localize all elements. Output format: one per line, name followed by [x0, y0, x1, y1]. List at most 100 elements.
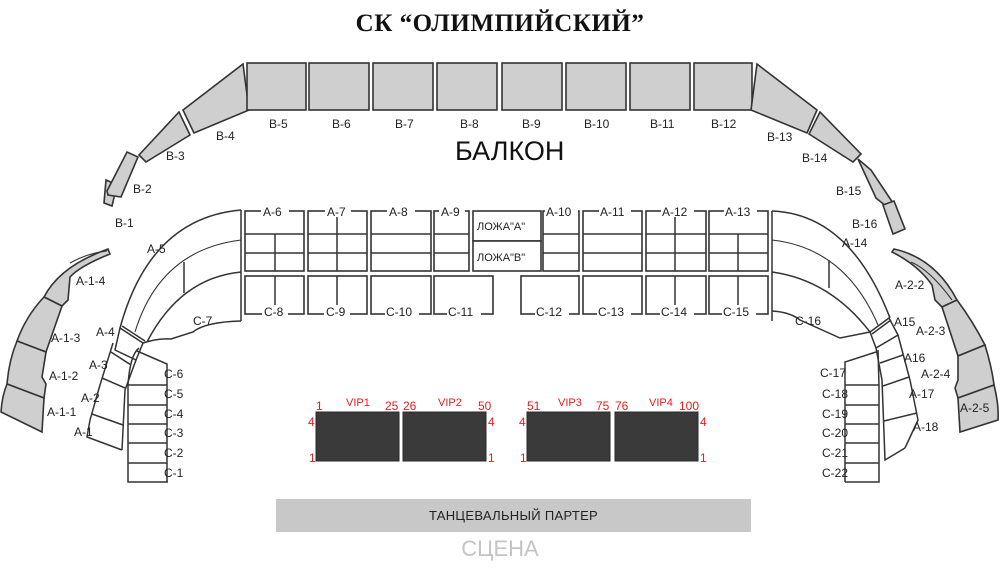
vip-1[interactable]	[315, 411, 400, 462]
svg-text:VIP1: VIP1	[346, 397, 370, 409]
svg-text:A-13: A-13	[725, 205, 751, 219]
box-b-label: ЛОЖА"В"	[477, 252, 525, 264]
svg-text:4: 4	[519, 415, 526, 429]
svg-text:1: 1	[316, 399, 323, 413]
section-b-7[interactable]	[372, 62, 434, 111]
svg-text:B-11: B-11	[650, 117, 675, 131]
outer-left-labels: A-1-4 A-1-3 A-1-2 A-1-1	[47, 274, 106, 419]
section-a-10[interactable]	[542, 210, 580, 272]
section-b-10[interactable]	[565, 62, 627, 111]
outer-right-sections	[890, 248, 999, 434]
dance-floor[interactable]: ТАНЦЕВАЛЬНЫЙ ПАРТЕР	[276, 499, 751, 532]
svg-text:VIP3: VIP3	[558, 397, 582, 409]
vip-area: VIP1 1 25 4 1 VIP2 26 50 4 1 VIP3 51 75 …	[308, 397, 707, 465]
left-c-labels: C-6 C-5 C-4 C-3 C-2 C-1	[164, 367, 184, 480]
svg-text:1: 1	[309, 451, 316, 465]
svg-text:B-15: B-15	[836, 184, 862, 198]
svg-text:A-2: A-2	[81, 391, 100, 405]
right-a-labels: A-14 A15 A16 A-17 A-18 C-16	[795, 236, 939, 434]
right-c-labels: C-17 C-18 C-19 C-20 C-21 C-22	[820, 366, 848, 480]
section-b-2[interactable]	[106, 150, 140, 198]
svg-text:A-2-2: A-2-2	[895, 278, 925, 292]
svg-text:A-11: A-11	[600, 205, 625, 219]
section-b-12[interactable]	[693, 62, 753, 111]
svg-text:C-9: C-9	[326, 305, 346, 319]
balcony-labels: B-1 B-2 B-3 B-4 B-5 B-6 B-7 B-8 B-9 B-10…	[115, 117, 878, 231]
svg-text:C-1: C-1	[164, 466, 184, 480]
svg-text:C-12: C-12	[536, 305, 562, 319]
svg-text:B-12: B-12	[711, 117, 737, 131]
section-b-15[interactable]	[857, 158, 895, 208]
svg-text:C-6: C-6	[164, 367, 184, 381]
left-curve-tribune	[114, 209, 242, 362]
section-b-5[interactable]	[246, 62, 307, 111]
svg-text:B-3: B-3	[166, 149, 185, 163]
svg-text:C-14: C-14	[661, 305, 687, 319]
section-a-12[interactable]	[645, 210, 707, 272]
svg-text:C-13: C-13	[598, 305, 624, 319]
svg-text:C-4: C-4	[164, 407, 184, 421]
right-curve-tribune	[771, 210, 899, 350]
left-a-column	[86, 342, 137, 451]
svg-text:A-14: A-14	[842, 236, 868, 250]
left-a-labels: A-1 A-2 A-3 A-4 A-5 C-7	[74, 242, 213, 439]
svg-text:A-17: A-17	[909, 387, 935, 401]
svg-text:A-4: A-4	[96, 325, 115, 339]
svg-text:VIP4: VIP4	[649, 397, 673, 409]
svg-text:75: 75	[596, 399, 610, 413]
svg-text:A-18: A-18	[913, 420, 939, 434]
svg-text:C-22: C-22	[822, 466, 848, 480]
section-b-8[interactable]	[436, 62, 498, 111]
svg-text:A-7: A-7	[327, 205, 346, 219]
section-a-9[interactable]	[433, 210, 470, 272]
svg-text:C-2: C-2	[164, 446, 184, 460]
section-a-8[interactable]	[370, 210, 432, 272]
svg-text:B-8: B-8	[460, 117, 479, 131]
section-a-1-1[interactable]	[0, 382, 45, 434]
svg-text:A-1-4: A-1-4	[76, 274, 106, 288]
section-a-2-5[interactable]	[957, 383, 999, 434]
section-b-14[interactable]	[807, 110, 863, 164]
balcony-title: БАЛКОН	[455, 136, 564, 166]
svg-text:B-9: B-9	[522, 117, 541, 131]
section-b-3[interactable]	[137, 110, 192, 164]
svg-text:4: 4	[488, 415, 495, 429]
vip-3[interactable]	[526, 411, 611, 462]
section-b-13[interactable]	[750, 62, 818, 135]
section-b-16[interactable]	[881, 199, 907, 236]
section-a-1-2[interactable]	[6, 339, 47, 400]
center-a-labels: A-6 A-7 A-8 A-9 A-10 A-11 A-12 A-13 ЛОЖА…	[261, 204, 757, 264]
svg-text:1: 1	[488, 451, 495, 465]
box-b[interactable]	[472, 240, 542, 272]
svg-text:C-16: C-16	[795, 314, 821, 328]
section-a-2-4[interactable]	[954, 343, 995, 400]
section-b-9[interactable]	[501, 62, 563, 111]
venue-title: СК “ОЛИМПИЙСКИЙ”	[355, 10, 645, 37]
svg-text:C-11: C-11	[448, 305, 473, 319]
svg-text:VIP2: VIP2	[438, 397, 462, 409]
svg-text:B-14: B-14	[802, 151, 828, 165]
svg-text:B-2: B-2	[133, 182, 152, 196]
svg-text:A-1: A-1	[74, 425, 93, 439]
vip-2[interactable]	[402, 411, 487, 462]
svg-text:A-10: A-10	[546, 205, 572, 219]
box-a-label: ЛОЖА"А"	[477, 221, 525, 233]
svg-text:A-5: A-5	[147, 242, 166, 256]
box-a[interactable]	[472, 210, 542, 242]
section-b-6[interactable]	[308, 62, 370, 111]
section-a-11[interactable]	[582, 210, 643, 272]
svg-text:A-9: A-9	[441, 205, 460, 219]
svg-text:B-13: B-13	[767, 130, 793, 144]
svg-text:C-18: C-18	[822, 387, 848, 401]
svg-text:C-5: C-5	[164, 387, 184, 401]
svg-text:25: 25	[385, 399, 399, 413]
vip-4[interactable]	[614, 411, 699, 462]
center-a-sections	[244, 210, 769, 272]
svg-text:C-21: C-21	[822, 446, 848, 460]
section-b-4[interactable]	[181, 62, 250, 135]
section-b-11[interactable]	[629, 62, 691, 111]
svg-text:A-8: A-8	[389, 205, 408, 219]
svg-text:C-10: C-10	[386, 305, 412, 319]
svg-text:B-1: B-1	[115, 216, 134, 230]
section-a-1-4[interactable]	[42, 247, 112, 307]
